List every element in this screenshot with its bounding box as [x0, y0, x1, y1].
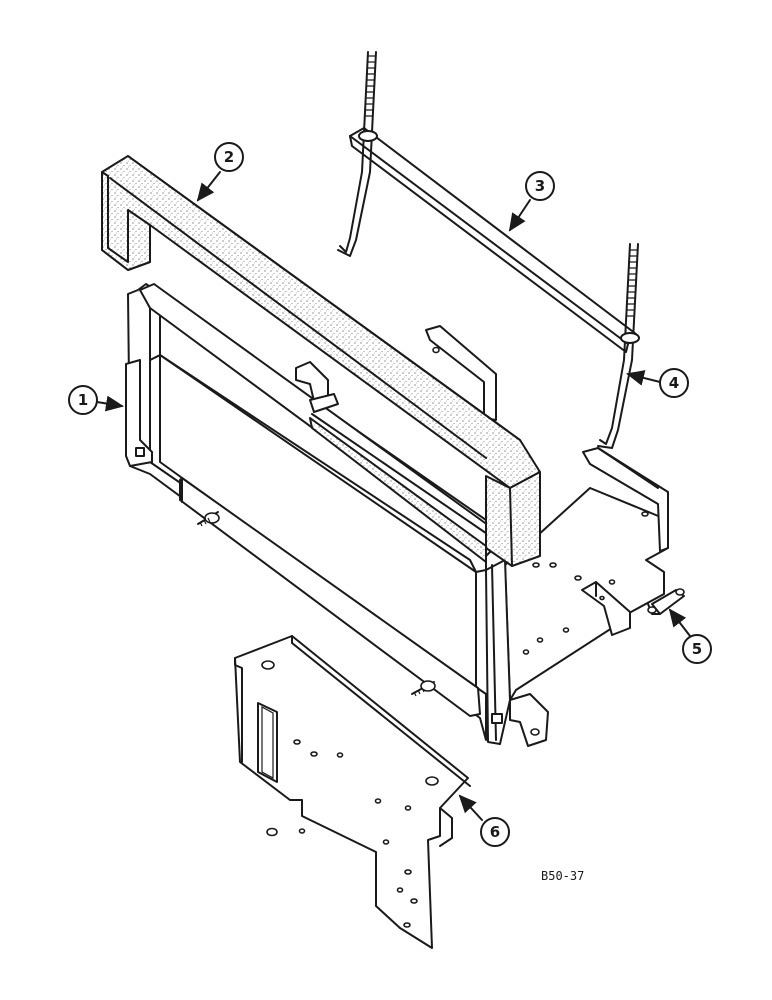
part-4-j-bolt-right — [597, 243, 640, 449]
callout-1-label: 1 — [78, 391, 88, 409]
callout-6-label: 6 — [490, 823, 500, 841]
leader-4 — [626, 370, 661, 386]
callout-4: 4 — [659, 368, 689, 398]
leader-6 — [458, 794, 483, 821]
leader-lines — [96, 171, 691, 821]
bolt-right — [411, 680, 436, 697]
callout-4-label: 4 — [669, 374, 679, 392]
callout-1: 1 — [68, 385, 98, 415]
leader-2 — [196, 171, 221, 202]
leader-1 — [96, 395, 124, 412]
leader-5 — [668, 608, 691, 637]
leader-3 — [508, 199, 531, 232]
callout-3-label: 3 — [535, 177, 545, 195]
callout-6: 6 — [480, 817, 510, 847]
part-4-j-bolt-left — [337, 51, 378, 257]
part-5-spacer — [647, 588, 685, 615]
callout-5-label: 5 — [692, 640, 702, 658]
battery-tray-base — [425, 325, 669, 747]
figure-code: B50-37 — [541, 869, 584, 883]
callout-2-label: 2 — [224, 148, 234, 166]
callout-3: 3 — [525, 171, 555, 201]
part-2-foam-pad — [101, 155, 541, 567]
bolt-left — [197, 511, 220, 527]
callout-5: 5 — [682, 634, 712, 664]
part-6-mounting-plate — [234, 635, 471, 949]
callout-2: 2 — [214, 142, 244, 172]
part-3-hold-down-bar — [349, 127, 637, 353]
